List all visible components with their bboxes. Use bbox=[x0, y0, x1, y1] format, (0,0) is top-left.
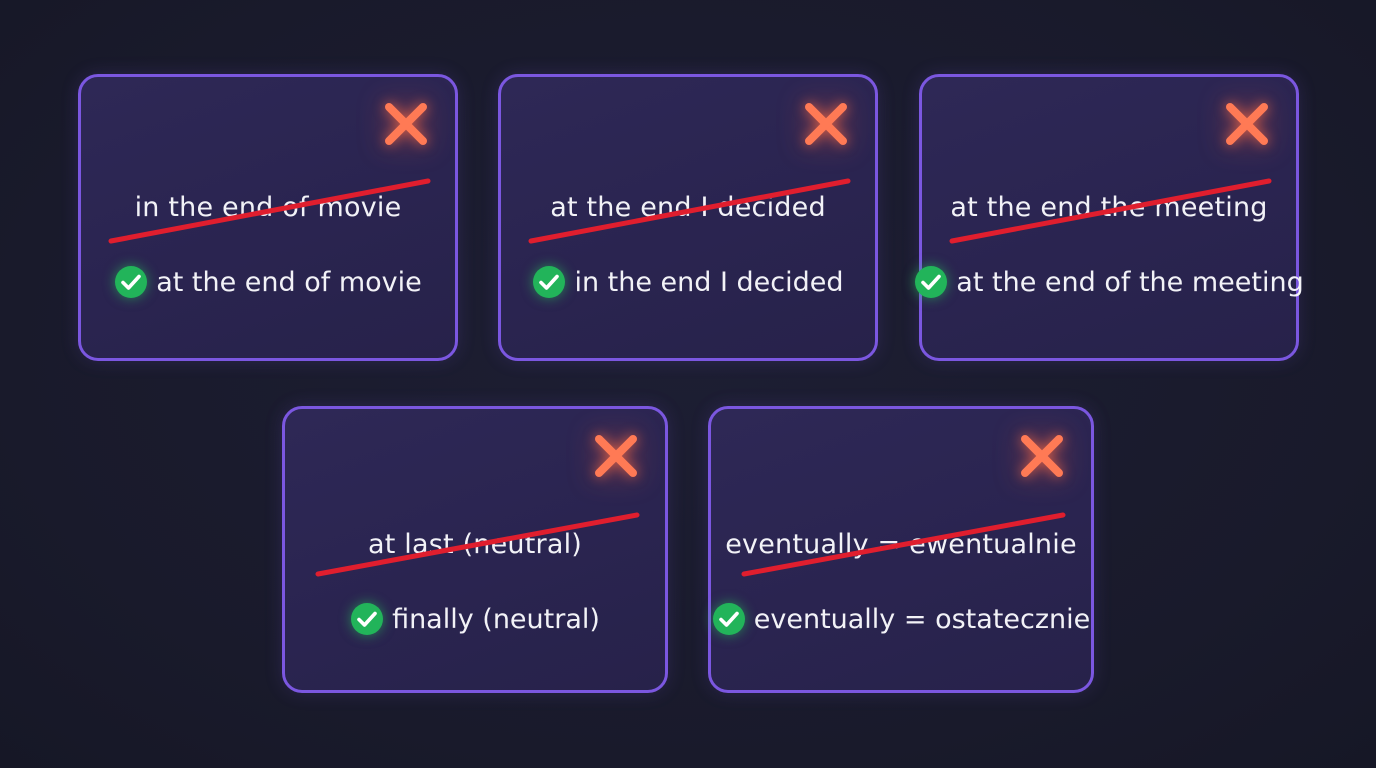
correction-card: at the end the meeting at the end of the… bbox=[915, 74, 1304, 361]
cross-icon bbox=[805, 103, 847, 145]
incorrect-phrase: eventually = ewentualnie bbox=[725, 529, 1077, 560]
incorrect-phrase: in the end of movie bbox=[134, 192, 402, 223]
check-circle-icon bbox=[115, 266, 148, 298]
check-circle-icon bbox=[351, 603, 384, 635]
correction-card: eventually = ewentualnie eventually = os… bbox=[708, 406, 1094, 693]
incorrect-phrase-row: at the end the meeting bbox=[922, 192, 1296, 223]
check-circle-icon bbox=[712, 603, 745, 635]
incorrect-phrase: at the end the meeting bbox=[950, 192, 1268, 223]
incorrect-phrase-row: eventually = ewentualnie bbox=[711, 529, 1091, 560]
check-circle-icon bbox=[533, 266, 566, 298]
correct-phrase: at the end of the meeting bbox=[956, 266, 1304, 298]
correction-card: in the end of movie at the end of movie bbox=[78, 74, 458, 361]
cross-icon bbox=[385, 103, 427, 145]
incorrect-phrase: at last (neutral) bbox=[367, 529, 583, 560]
incorrect-phrase-row: at the end I decided bbox=[501, 192, 875, 223]
correct-phrase-row: at the end of movie bbox=[81, 265, 455, 299]
cross-icon bbox=[595, 435, 637, 477]
correct-phrase-row: finally (neutral) bbox=[285, 602, 665, 636]
check-circle-icon bbox=[915, 266, 948, 298]
cross-icon bbox=[1021, 435, 1063, 477]
cross-icon bbox=[1226, 103, 1268, 145]
correct-phrase: in the end I decided bbox=[574, 266, 844, 298]
correct-phrase: eventually = ostatecznie bbox=[753, 603, 1091, 635]
correction-card: at last (neutral) finally (neutral) bbox=[282, 406, 668, 693]
incorrect-phrase: at the end I decided bbox=[550, 192, 826, 223]
correct-phrase: at the end of movie bbox=[156, 266, 422, 298]
correction-card: at the end I decided in the end I decide… bbox=[498, 74, 878, 361]
correct-phrase: finally (neutral) bbox=[392, 603, 600, 635]
incorrect-phrase-row: in the end of movie bbox=[81, 192, 455, 223]
correct-phrase-row: in the end I decided bbox=[501, 265, 875, 299]
correct-phrase-row: eventually = ostatecznie bbox=[711, 602, 1091, 636]
correct-phrase-row: at the end of the meeting bbox=[915, 265, 1304, 299]
incorrect-phrase-row: at last (neutral) bbox=[285, 529, 665, 560]
